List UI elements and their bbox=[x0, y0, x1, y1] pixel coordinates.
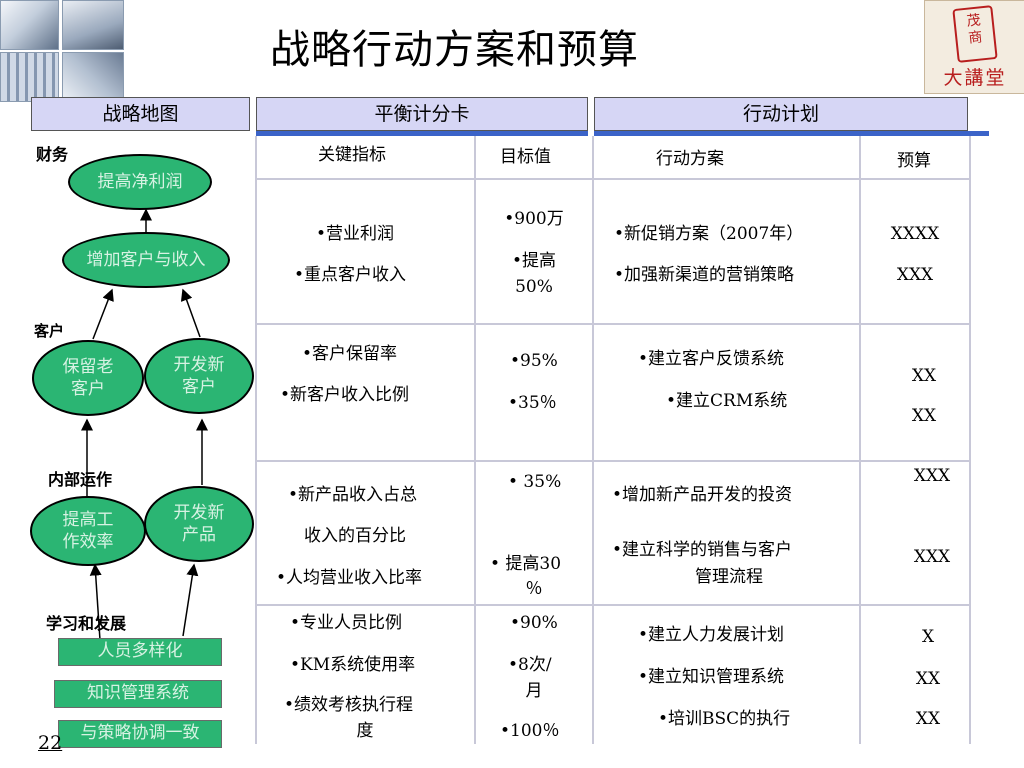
node-align: 与策略协调一致 bbox=[58, 720, 222, 748]
header-bsc: 平衡计分卡 bbox=[256, 97, 588, 131]
internal-plan-2: •建立科学的销售与客户 bbox=[612, 540, 793, 560]
header-band-left bbox=[256, 131, 588, 136]
node-profit: 提高净利润 bbox=[68, 154, 212, 210]
grid-line bbox=[969, 136, 971, 744]
customer-budget-1: XX bbox=[911, 366, 937, 386]
internal-budget-1: XXX bbox=[913, 466, 951, 486]
header-band-right bbox=[594, 131, 989, 136]
photo-compass bbox=[0, 0, 59, 50]
learning-budget-2: XX bbox=[915, 669, 941, 689]
internal-kpi-3: •人均营业收入比率 bbox=[276, 568, 423, 588]
customer-plan-2: •建立CRM系统 bbox=[666, 391, 788, 411]
internal-target-2: • 提高30 bbox=[490, 554, 562, 574]
finance-budget-1: XXXX bbox=[890, 224, 940, 244]
arrow bbox=[89, 563, 102, 641]
learning-target-4: •100％ bbox=[500, 721, 560, 741]
section-customer: 客户 bbox=[34, 322, 65, 340]
photo-chart bbox=[0, 52, 59, 102]
learning-kpi-4: 度 bbox=[356, 721, 374, 741]
internal-target-3: ％ bbox=[525, 579, 543, 599]
node-km: 知识管理系统 bbox=[54, 680, 222, 708]
grid-line bbox=[474, 136, 476, 744]
learning-kpi-2: •KM系统使用率 bbox=[290, 655, 416, 675]
learning-target-2: •8次/ bbox=[508, 655, 552, 675]
internal-target-1: • 35% bbox=[508, 472, 562, 492]
grid-line bbox=[255, 604, 971, 606]
arrow bbox=[180, 288, 201, 338]
strategy-map-arrows bbox=[81, 208, 208, 641]
learning-target-3: 月 bbox=[525, 681, 543, 701]
finance-plan-1: •新促销方案（2007年） bbox=[614, 224, 804, 244]
grid-line bbox=[255, 178, 971, 180]
grid-line bbox=[859, 136, 861, 744]
arrow bbox=[92, 288, 114, 340]
grid-line bbox=[255, 323, 971, 325]
internal-kpi-2: 收入的百分比 bbox=[304, 526, 406, 546]
learning-plan-2: •建立知识管理系统 bbox=[638, 667, 785, 687]
learning-budget-3: XX bbox=[915, 709, 941, 729]
node-product: 开发新产品 bbox=[144, 486, 254, 562]
customer-plan-1: •建立客户反馈系统 bbox=[638, 349, 785, 369]
header-action-plan: 行动计划 bbox=[594, 97, 968, 131]
grid-line bbox=[255, 136, 257, 744]
node-acquire: 开发新客户 bbox=[144, 338, 254, 414]
learning-target-1: •90% bbox=[510, 613, 558, 633]
grid-line bbox=[592, 136, 594, 744]
learning-kpi-1: •专业人员比例 bbox=[290, 613, 403, 633]
customer-target-1: •95% bbox=[510, 351, 558, 371]
node-grow: 增加客户与收入 bbox=[62, 232, 230, 288]
internal-kpi-1: •新产品收入占总 bbox=[288, 485, 418, 505]
node-diversify: 人员多样化 bbox=[58, 638, 222, 666]
logo-brand: 大講堂 bbox=[943, 67, 1007, 89]
photo-pen bbox=[62, 0, 124, 50]
company-logo: 茂商 大講堂 bbox=[924, 0, 1024, 94]
node-efficiency: 提高工作效率 bbox=[30, 496, 146, 566]
learning-kpi-3: •绩效考核执行程 bbox=[284, 695, 414, 715]
learning-budget-1: X bbox=[921, 627, 935, 647]
customer-kpi-2: •新客户收入比例 bbox=[280, 385, 410, 405]
photo-drafting bbox=[62, 52, 124, 102]
finance-target-3: 50% bbox=[515, 277, 553, 297]
page-number: 22 bbox=[38, 732, 63, 754]
header-strategy-map: 战略地图 bbox=[31, 97, 250, 131]
section-learning: 学习和发展 bbox=[46, 614, 127, 633]
page-title: 战略行动方案和预算 bbox=[270, 27, 639, 73]
finance-kpi-2: •重点客户收入 bbox=[294, 265, 407, 285]
finance-budget-2: XXX bbox=[896, 265, 934, 285]
customer-budget-2: XX bbox=[911, 406, 937, 426]
section-internal: 内部运作 bbox=[48, 470, 113, 489]
col-kpi: 关键指标 bbox=[318, 145, 386, 165]
finance-kpi-1: •营业利润 bbox=[316, 224, 395, 244]
finance-target-1: •900万 bbox=[504, 209, 564, 229]
col-plan: 行动方案 bbox=[656, 149, 724, 169]
internal-plan-1: •增加新产品开发的投资 bbox=[612, 485, 793, 505]
internal-plan-3: 管理流程 bbox=[695, 567, 763, 587]
customer-kpi-1: •客户保留率 bbox=[302, 344, 398, 364]
customer-target-2: •35％ bbox=[508, 393, 557, 413]
finance-target-2: •提高 bbox=[511, 251, 557, 271]
internal-budget-2: XXX bbox=[913, 547, 951, 567]
section-finance: 财务 bbox=[36, 145, 69, 164]
logo-seal: 茂商 bbox=[952, 5, 998, 63]
learning-plan-3: •培训BSC的执行 bbox=[658, 709, 791, 729]
finance-plan-2: •加强新渠道的营销策略 bbox=[614, 265, 795, 285]
col-budget: 预算 bbox=[897, 151, 931, 171]
node-retain: 保留老客户 bbox=[32, 340, 144, 416]
arrow bbox=[182, 563, 199, 637]
col-target: 目标值 bbox=[500, 147, 551, 167]
learning-plan-1: •建立人力发展计划 bbox=[638, 625, 785, 645]
grid-line bbox=[255, 460, 971, 462]
